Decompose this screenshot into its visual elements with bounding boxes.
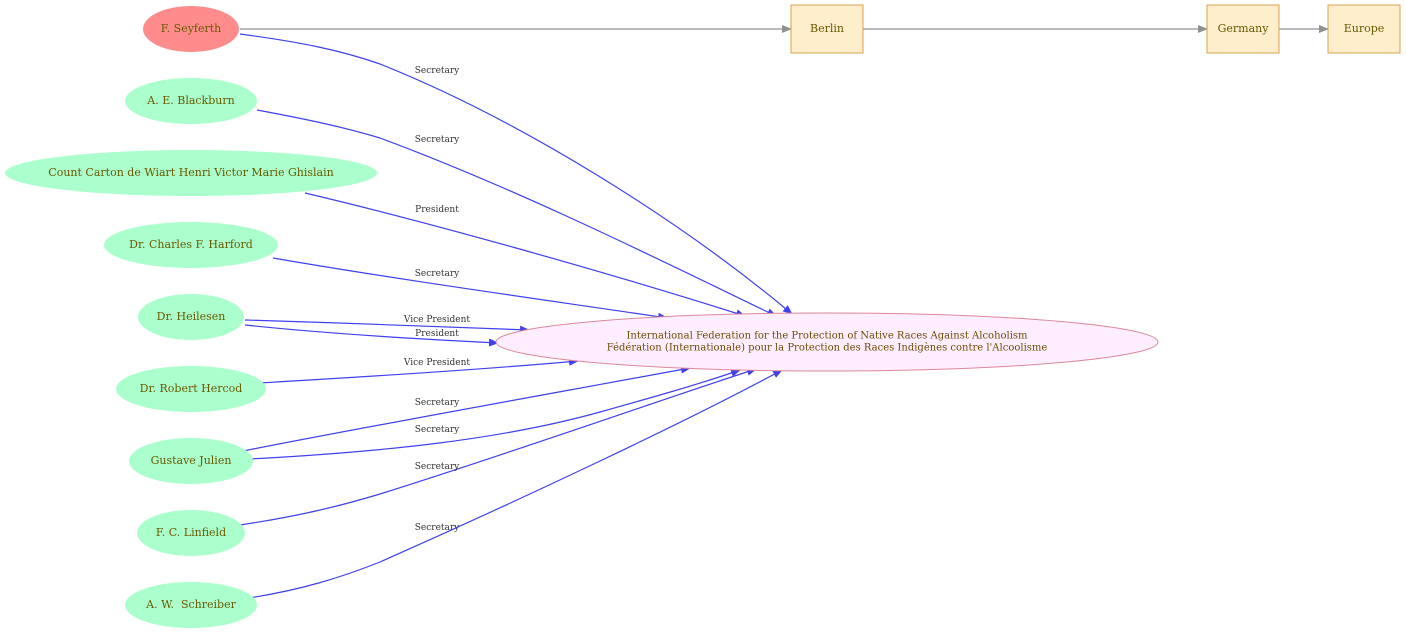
role-edge-label: Vice President	[403, 315, 471, 325]
place-node-germany[interactable]: Germany	[1206, 4, 1280, 54]
role-edge-label: Secretary	[415, 66, 460, 76]
role-edge-label: President	[415, 205, 459, 215]
organization-name-fr: Fédération (Internationale) pour la Prot…	[607, 343, 1048, 354]
role-edge	[242, 365, 691, 452]
role-edge-label: Secretary	[415, 425, 460, 435]
edge-labels-layer: SecretarySecretaryPresidentSecretaryVice…	[403, 66, 471, 533]
person-label: Dr. Heilesen	[157, 310, 226, 323]
organization-node[interactable]: International Federation for the Protect…	[495, 312, 1159, 372]
person-label: Dr. Robert Hercod	[140, 382, 243, 395]
role-edge-label: Vice President	[403, 358, 471, 368]
person-label: A. W. Schreiber	[145, 598, 236, 611]
place-label: Berlin	[810, 22, 844, 35]
place-label: Germany	[1218, 22, 1270, 35]
role-edge	[244, 324, 499, 347]
person-label: Dr. Charles F. Harford	[129, 238, 253, 251]
role-edge	[258, 357, 579, 384]
role-edge	[249, 369, 741, 460]
role-edge-label: Secretary	[415, 135, 460, 145]
role-edge	[239, 33, 793, 315]
role-edge-label: Secretary	[415, 523, 460, 533]
person-node-carton-de-wiart[interactable]: Count Carton de Wiart Henri Victor Marie…	[5, 150, 377, 196]
person-node-seyferth[interactable]: F. Seyferth	[143, 6, 239, 52]
person-label: Gustave Julien	[151, 454, 232, 467]
person-node-julien[interactable]: Gustave Julien	[129, 438, 253, 484]
place-label: Europe	[1344, 22, 1385, 35]
person-node-linfield[interactable]: F. C. Linfield	[137, 510, 245, 556]
role-edge	[304, 192, 746, 318]
role-edge-label: President	[415, 329, 459, 339]
role-edge-label: Secretary	[415, 269, 460, 279]
person-label: A. E. Blackburn	[146, 94, 234, 107]
person-node-blackburn[interactable]: A. E. Blackburn	[125, 78, 257, 124]
place-node-europe[interactable]: Europe	[1327, 4, 1401, 54]
person-node-hercod[interactable]: Dr. Robert Hercod	[116, 366, 266, 412]
person-node-schreiber[interactable]: A. W. Schreiber	[125, 582, 257, 628]
role-edge	[239, 367, 757, 526]
role-edge	[272, 257, 668, 321]
role-edge	[248, 369, 783, 599]
person-label: F. C. Linfield	[156, 526, 226, 539]
edges-layer	[239, 25, 1329, 599]
person-node-harford[interactable]: Dr. Charles F. Harford	[104, 222, 278, 268]
person-label: Count Carton de Wiart Henri Victor Marie…	[48, 166, 333, 179]
role-edge-label: Secretary	[415, 398, 460, 408]
person-node-heilesen[interactable]: Dr. Heilesen	[138, 294, 244, 340]
place-node-berlin[interactable]: Berlin	[790, 4, 864, 54]
role-edge	[256, 109, 777, 317]
person-label: F. Seyferth	[161, 22, 222, 35]
role-edge-label: Secretary	[415, 462, 460, 472]
role-edge	[244, 319, 530, 334]
organization-name-en: International Federation for the Protect…	[626, 331, 1028, 342]
